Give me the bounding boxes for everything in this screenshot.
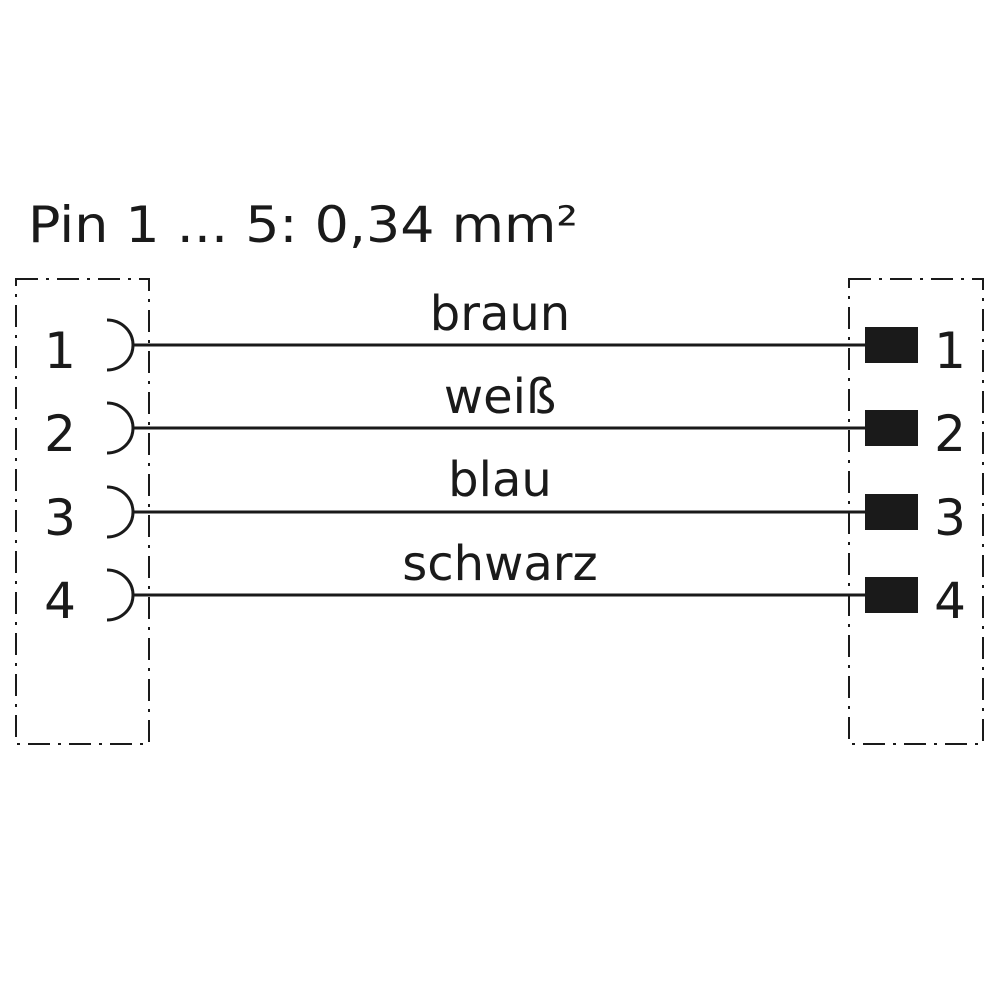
left-pin-4: 4 — [44, 568, 135, 630]
wire-color-label: braun — [430, 286, 570, 342]
wire-1: braun — [133, 286, 868, 347]
pin-number: 2 — [44, 405, 76, 463]
right-connector-housing — [848, 278, 984, 745]
wire-4: schwarz — [133, 536, 868, 597]
right-pin-2: 2 — [865, 405, 966, 463]
socket-contact-icon — [106, 401, 135, 455]
socket-contact-icon — [106, 568, 135, 622]
left-pin-3: 3 — [44, 485, 135, 547]
pin-number: 4 — [934, 572, 966, 630]
pin-number: 1 — [44, 322, 76, 380]
pin-number: 1 — [934, 322, 966, 380]
plug-contact-icon — [865, 577, 918, 613]
plug-contact-icon — [865, 410, 918, 446]
pin-number: 3 — [934, 489, 966, 547]
plug-contact-icon — [865, 327, 918, 363]
right-pin-1: 1 — [865, 322, 966, 380]
socket-contact-icon — [106, 485, 135, 539]
wire-2: weiß — [133, 369, 868, 430]
left-pin-2: 2 — [44, 401, 135, 463]
diagram-title: Pin 1 ... 5: 0,34 mm² — [28, 196, 578, 254]
wire-color-label: blau — [448, 452, 552, 508]
wire-color-label: weiß — [444, 369, 556, 425]
left-pin-1: 1 — [44, 318, 135, 380]
pin-number: 4 — [44, 572, 76, 630]
left-connector-housing — [15, 278, 150, 745]
wire-3: blau — [133, 452, 868, 514]
pin-number: 3 — [44, 489, 76, 547]
wire-color-label: schwarz — [402, 536, 597, 592]
right-pin-4: 4 — [865, 572, 966, 630]
pin-number: 2 — [934, 405, 966, 463]
socket-contact-icon — [106, 318, 135, 372]
right-pin-3: 3 — [865, 489, 966, 547]
plug-contact-icon — [865, 494, 918, 530]
